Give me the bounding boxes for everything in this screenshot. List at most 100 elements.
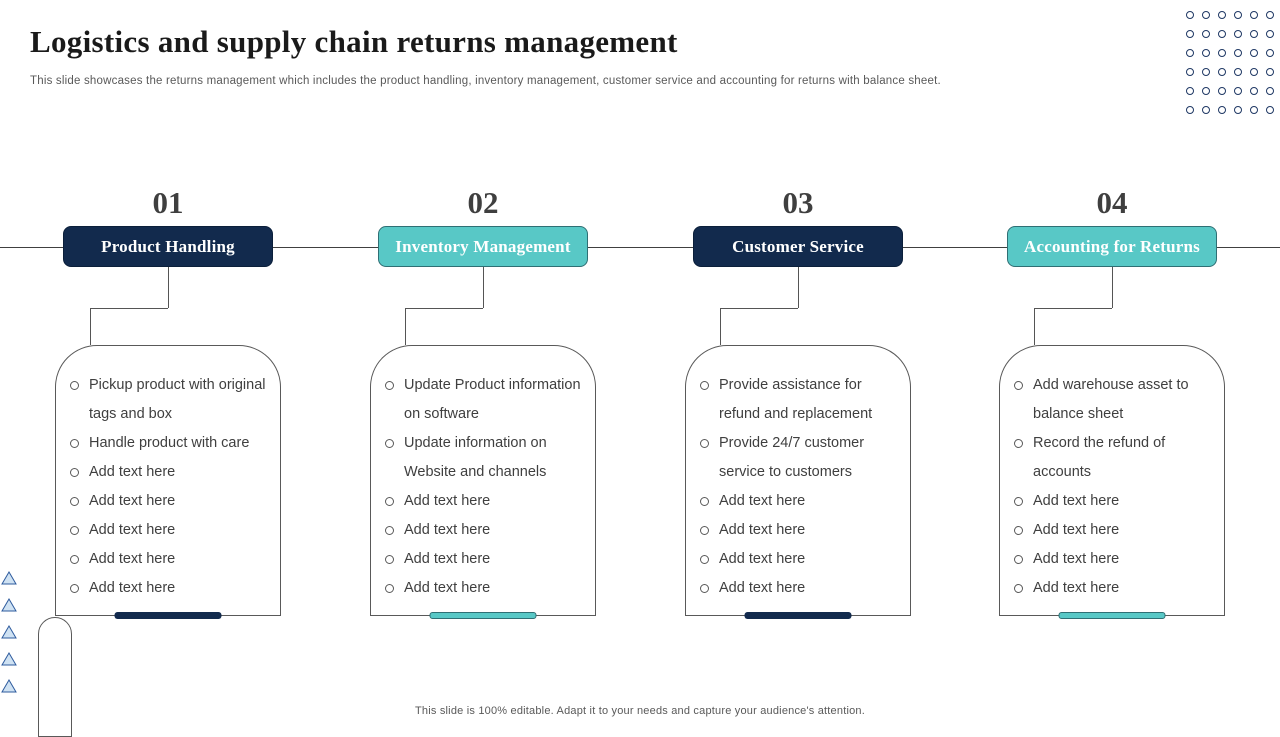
- bullet-text: Add warehouse asset to balance sheet: [1033, 377, 1189, 422]
- dot-icon: [1202, 87, 1210, 95]
- triangle-stack: [1, 571, 17, 693]
- bullet-circle-icon: [1014, 381, 1023, 390]
- bullet-text: Add text here: [89, 551, 176, 567]
- bullet-text: Handle product with care: [89, 435, 250, 451]
- bullet-text: Add text here: [89, 580, 176, 596]
- dot-icon: [1218, 87, 1226, 95]
- dot-icon: [1266, 87, 1274, 95]
- bullet-text: Add text here: [719, 551, 806, 567]
- bullet-circle-icon: [1014, 526, 1023, 535]
- dot-icon: [1218, 30, 1226, 38]
- bullet-item: Record the refund of accounts: [1014, 429, 1216, 487]
- bullet-text: Add text here: [719, 580, 806, 596]
- bullet-item: Update Product information on software: [385, 371, 587, 429]
- bullet-circle-icon: [70, 555, 79, 564]
- bullet-item: Add text here: [1014, 487, 1216, 516]
- bullet-circle-icon: [700, 439, 709, 448]
- bullet-circle-icon: [70, 526, 79, 535]
- dot-icon: [1266, 11, 1274, 19]
- bullet-item: Pickup product with original tags and bo…: [70, 371, 272, 429]
- bullet-list: Provide assistance for refund and replac…: [700, 371, 902, 603]
- bullet-text: Add text here: [719, 522, 806, 538]
- bullet-item: Add text here: [700, 545, 902, 574]
- bullet-circle-icon: [1014, 555, 1023, 564]
- dot-icon: [1186, 87, 1194, 95]
- step-label-box: Customer Service: [693, 226, 903, 267]
- card-accent-bar: [1058, 612, 1166, 619]
- slide-subtitle: This slide showcases the returns managem…: [30, 75, 941, 87]
- connector-line: [720, 308, 721, 345]
- triangle-icon: [1, 571, 17, 585]
- dot-icon: [1202, 30, 1210, 38]
- bullet-item: Add text here: [70, 516, 272, 545]
- dot-icon: [1202, 11, 1210, 19]
- detail-card: Pickup product with original tags and bo…: [55, 345, 281, 619]
- dot-icon: [1186, 106, 1194, 114]
- bullet-item: Add text here: [70, 545, 272, 574]
- dot-icon: [1186, 68, 1194, 76]
- card-accent-bar: [114, 612, 222, 619]
- footer-note: This slide is 100% editable. Adapt it to…: [415, 705, 865, 717]
- dot-icon: [1234, 49, 1242, 57]
- bullet-circle-icon: [700, 555, 709, 564]
- dot-grid: [1186, 11, 1274, 114]
- dot-icon: [1234, 30, 1242, 38]
- dot-icon: [1266, 68, 1274, 76]
- dot-icon: [1218, 11, 1226, 19]
- bullet-text: Record the refund of accounts: [1033, 435, 1166, 480]
- step-label: Product Handling: [101, 236, 235, 256]
- bullet-item: Provide 24/7 customer service to custome…: [700, 429, 902, 487]
- process-column-2: 02 Inventory Management Update Product i…: [370, 185, 596, 625]
- dot-icon: [1234, 106, 1242, 114]
- connector-line: [405, 308, 483, 309]
- process-column-4: 04 Accounting for Returns Add warehouse …: [999, 185, 1225, 625]
- bullet-circle-icon: [70, 584, 79, 593]
- dot-icon: [1234, 87, 1242, 95]
- dot-icon: [1234, 11, 1242, 19]
- bullet-item: Add text here: [385, 545, 587, 574]
- triangle-icon: [1, 625, 17, 639]
- dot-icon: [1186, 11, 1194, 19]
- process-column-1: 01 Product Handling Pickup product with …: [55, 185, 281, 625]
- connector-line: [1034, 308, 1112, 309]
- bullet-circle-icon: [70, 468, 79, 477]
- bullet-text: Add text here: [89, 522, 176, 538]
- bullet-item: Add text here: [700, 487, 902, 516]
- bullet-item: Add text here: [70, 487, 272, 516]
- dot-icon: [1250, 68, 1258, 76]
- dot-icon: [1186, 30, 1194, 38]
- bullet-item: Add text here: [70, 458, 272, 487]
- detail-card: Provide assistance for refund and replac…: [685, 345, 911, 619]
- bullet-circle-icon: [385, 526, 394, 535]
- connector-line: [483, 267, 484, 308]
- connector-line: [90, 308, 91, 345]
- bullet-text: Add text here: [404, 551, 491, 567]
- dot-icon: [1202, 49, 1210, 57]
- bullet-circle-icon: [700, 584, 709, 593]
- step-number: 04: [1096, 185, 1128, 220]
- connector-line: [1112, 267, 1113, 308]
- dot-icon: [1266, 49, 1274, 57]
- bullet-text: Add text here: [1033, 580, 1120, 596]
- bullet-item: Add text here: [385, 516, 587, 545]
- triangle-icon: [1, 598, 17, 612]
- step-number: 02: [467, 185, 499, 220]
- bullet-circle-icon: [385, 584, 394, 593]
- dot-icon: [1234, 68, 1242, 76]
- bullet-circle-icon: [385, 439, 394, 448]
- dot-icon: [1250, 11, 1258, 19]
- bullet-item: Add text here: [1014, 545, 1216, 574]
- bullet-text: Add text here: [404, 493, 491, 509]
- dot-icon: [1186, 49, 1194, 57]
- bullet-text: Provide assistance for refund and replac…: [719, 377, 873, 422]
- bullet-text: Pickup product with original tags and bo…: [89, 377, 266, 422]
- bullet-text: Add text here: [1033, 493, 1120, 509]
- bullet-text: Add text here: [1033, 522, 1120, 538]
- step-label-box: Accounting for Returns: [1007, 226, 1217, 267]
- dot-icon: [1202, 68, 1210, 76]
- bullet-item: Add text here: [1014, 574, 1216, 603]
